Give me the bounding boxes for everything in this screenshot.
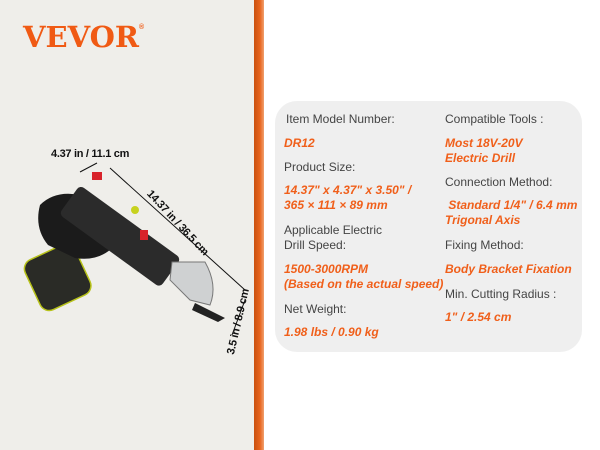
connection-label: Connection Method: — [445, 175, 553, 189]
compatible-tools-line1: Most 18V-20V — [445, 136, 523, 150]
weight-value: 1.98 lbs / 0.90 kg — [284, 325, 379, 339]
speed-value-line2: (Based on the actual speed) — [284, 277, 444, 291]
cutting-radius-label: Min. Cutting Radius : — [445, 287, 557, 301]
connection-value-line2: Trigonal Axis — [445, 213, 521, 227]
connection-value-line1: Standard 1/4" / 6.4 mm — [445, 198, 578, 212]
battery — [23, 243, 92, 312]
shear-head — [169, 261, 225, 322]
divider-stripe — [254, 0, 264, 450]
fixing-label: Fixing Method: — [445, 238, 524, 252]
model-value: DR12 — [284, 136, 315, 150]
fixing-value: Body Bracket Fixation — [445, 262, 572, 276]
product-illustration — [23, 162, 246, 336]
size-value-line1: 14.37" x 4.37" x 3.50" / — [284, 183, 412, 197]
brand-name: VEVOR — [23, 20, 139, 54]
speed-value-line1: 1500-3000RPM — [284, 262, 369, 276]
dimension-lines — [79, 162, 246, 336]
brand-logo: VEVOR® — [23, 20, 144, 54]
width-dimension-label: 4.37 in / 11.1 cm — [51, 148, 130, 160]
model-label: Item Model Number: — [286, 112, 395, 126]
cutting-radius-value: 1" / 2.54 cm — [445, 310, 512, 324]
speed-label-line2: Drill Speed: — [284, 238, 347, 252]
weight-label: Net Weight: — [284, 302, 347, 316]
compatible-tools-line2: Electric Drill — [445, 151, 516, 165]
speed-label-line1: Applicable Electric — [284, 223, 383, 237]
size-label: Product Size: — [284, 160, 356, 174]
spec-card: Item Model Number: DR12 Product Size: 14… — [275, 101, 582, 352]
size-value-line2: 365 × 111 × 89 mm — [284, 198, 388, 212]
shear-body — [60, 172, 180, 286]
compatible-tools-label: Compatible Tools : — [445, 112, 544, 126]
brand-mark: ® — [138, 24, 145, 31]
